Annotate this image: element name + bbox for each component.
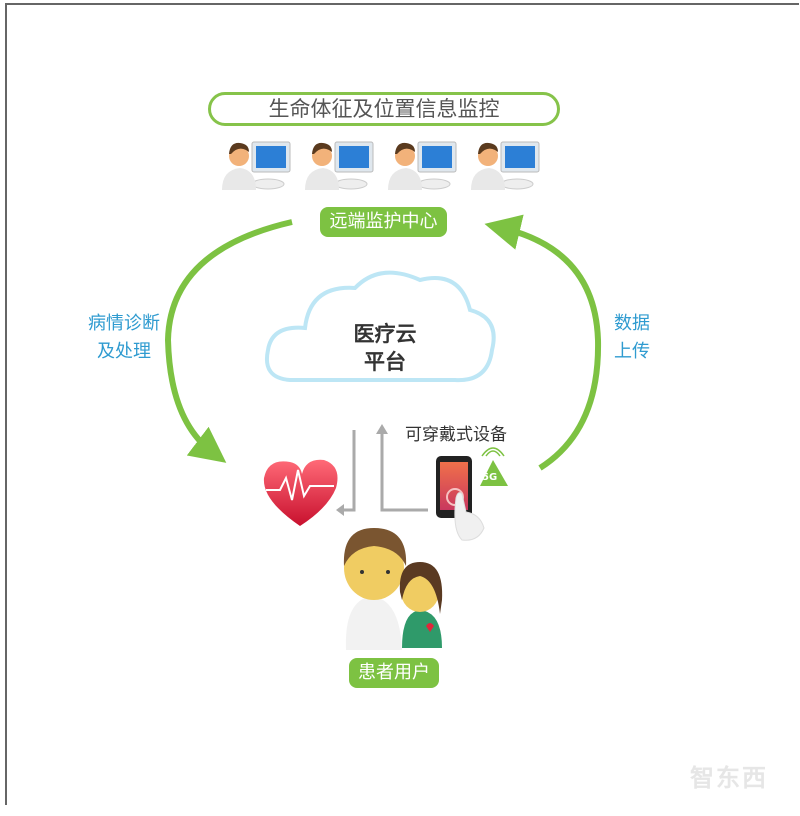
cloud-line: 医疗云: [353, 322, 417, 346]
uplink-arrow: [380, 432, 428, 512]
left-flow-line: 病情诊断: [88, 313, 160, 334]
patient-family-icon: [343, 528, 443, 650]
5g-badge: 5G: [482, 472, 498, 483]
cloud-platform-label: 医疗云 平台: [340, 320, 430, 376]
smartphone-touch-icon: [436, 456, 485, 541]
image-frame: [5, 3, 799, 805]
right-flow-line: 上传: [614, 341, 650, 362]
monitoring-banner: 生命体征及位置信息监控: [208, 92, 560, 126]
downlink-arrow: [342, 430, 356, 512]
wearable-device-label: 可穿戴式设备: [405, 425, 507, 445]
right-flow-label: 数据 上传: [614, 310, 650, 366]
right-flow-arrow: [484, 214, 602, 471]
cloud-line: 平台: [364, 350, 406, 374]
left-flow-arrow: [164, 219, 293, 463]
right-flow-line: 数据: [614, 313, 650, 334]
doctor-computer-icon: [222, 141, 540, 190]
watermark-logo: 智东西: [690, 764, 768, 792]
left-flow-line: 及处理: [97, 341, 151, 362]
5g-tower-icon: [480, 447, 508, 486]
patient-user-label: 患者用户: [349, 658, 439, 688]
left-flow-label: 病情诊断 及处理: [88, 310, 160, 366]
cloud-icon: [265, 270, 496, 383]
heart-pulse-icon: [263, 459, 338, 526]
remote-monitoring-center-label: 远端监护中心: [320, 207, 447, 237]
